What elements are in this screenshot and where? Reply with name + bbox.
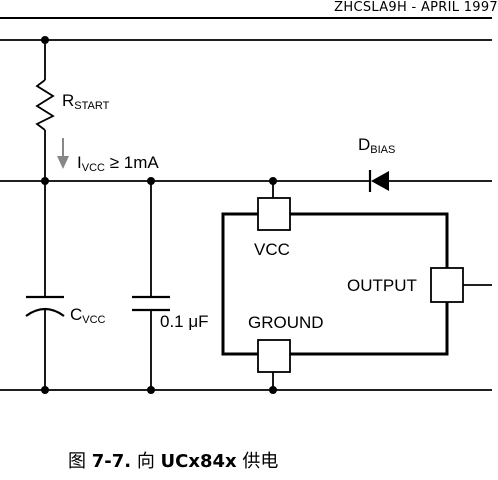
- label-pin-output: OUTPUT: [347, 276, 417, 295]
- label-capacitor-value: 0.1 μF: [160, 312, 209, 331]
- junction-dot: [41, 386, 49, 394]
- diode-d-bias: [371, 171, 389, 191]
- junction-dot: [41, 36, 49, 44]
- label-i-vcc: IVCC ≥ 1mA: [77, 153, 159, 174]
- junction-dot: [147, 177, 155, 185]
- label-pin-ground: GROUND: [248, 313, 324, 332]
- ic-pin-vcc: [257, 197, 291, 231]
- header-rule: [0, 17, 492, 19]
- document-id: ZHCSLA9H - APRIL 1997: [334, 0, 498, 15]
- junction-dot: [41, 177, 49, 185]
- ic-pin-ground: [257, 339, 291, 373]
- junction-dot: [269, 177, 277, 185]
- label-c-vcc: CVCC: [70, 305, 106, 326]
- current-arrow-head: [57, 156, 69, 169]
- schematic-diagram: RSTART IVCC ≥ 1mA DBIAS CVCC 0.1 μF VCC …: [0, 36, 492, 394]
- resistor-r-start: [35, 79, 55, 131]
- junction-dot: [147, 386, 155, 394]
- part-number: UCx84x: [160, 451, 237, 472]
- label-d-bias: DBIAS: [358, 135, 395, 156]
- junction-dot: [269, 386, 277, 394]
- label-pin-vcc: VCC: [254, 240, 290, 259]
- figure-caption: 图 7-7. 向 UCx84x 供电: [68, 451, 279, 472]
- figure-number: 7-7.: [91, 451, 132, 472]
- label-r-start: RSTART: [62, 91, 110, 112]
- ic-pin-output: [430, 267, 464, 303]
- document-header: ZHCSLA9H - APRIL 1997: [0, 0, 498, 22]
